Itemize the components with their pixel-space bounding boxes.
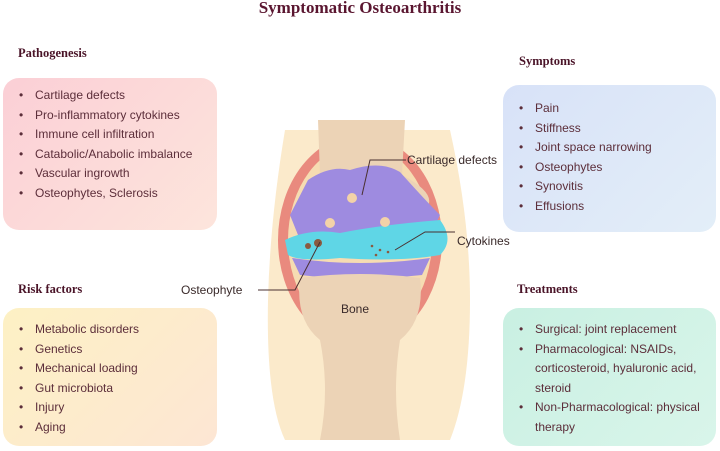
pathogenesis-box: Cartilage defects Pro-inflammatory cytok… <box>3 78 217 230</box>
list-item: Cartilage defects <box>19 86 207 106</box>
cartilage-defects-label: Cartilage defects <box>407 153 498 167</box>
list-item: Osteophytes, Sclerosis <box>19 184 207 204</box>
cytokines-label: Cytokines <box>457 234 510 248</box>
treatments-heading: Treatments <box>517 282 578 296</box>
symptoms-heading: Symptoms <box>519 54 576 68</box>
list-item: Injury <box>19 398 207 418</box>
list-item: Stiffness <box>519 119 706 139</box>
list-item: Non-Pharmacological: physical therapy <box>519 398 706 437</box>
list-item: Osteophytes <box>519 158 706 178</box>
list-item: Synovitis <box>519 177 706 197</box>
list-item: Genetics <box>19 340 207 360</box>
risk-heading: Risk factors <box>18 282 83 296</box>
list-item: Immune cell infiltration <box>19 125 207 145</box>
osteophyte-label: Osteophyte <box>181 283 243 297</box>
pathogenesis-heading: Pathogenesis <box>18 46 87 60</box>
page-title: Symptomatic Osteoarthritis <box>258 0 462 17</box>
list-item: Metabolic disorders <box>19 320 207 340</box>
symptoms-box: Pain Stiffness Joint space narrowing Ost… <box>503 85 716 232</box>
list-item: Gut microbiota <box>19 379 207 399</box>
list-item: Vascular ingrowth <box>19 164 207 184</box>
list-item: Pain <box>519 99 706 119</box>
list-item: Mechanical loading <box>19 359 207 379</box>
list-item: Effusions <box>519 197 706 217</box>
list-item: Pharmacological: NSAIDs, corticosteroid,… <box>519 340 706 399</box>
list-item: Catabolic/Anabolic imbalance <box>19 145 207 165</box>
list-item: Aging <box>19 418 207 438</box>
bone-label: Bone <box>341 302 370 316</box>
list-item: Surgical: joint replacement <box>519 320 706 340</box>
list-item: Pro-inflammatory cytokines <box>19 106 207 126</box>
list-item: Joint space narrowing <box>519 138 706 158</box>
risk-box: Metabolic disorders Genetics Mechanical … <box>3 308 217 446</box>
treatments-box: Surgical: joint replacement Pharmacologi… <box>503 308 716 446</box>
